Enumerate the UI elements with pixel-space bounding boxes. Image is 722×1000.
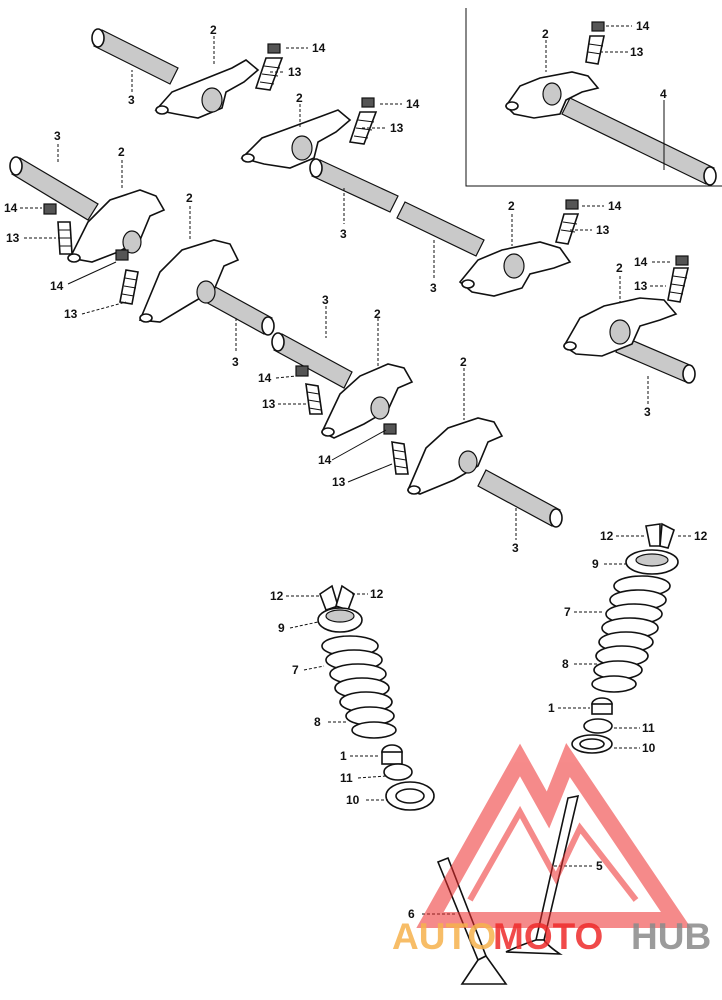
label-rocker-arm: 2 — [118, 145, 125, 159]
label-rocker-arm: 2 — [542, 27, 549, 41]
label-spring-seat: 10 — [642, 741, 656, 755]
label-adjusting-screw: 13 — [390, 121, 404, 135]
label-stem-seal: 1 — [340, 749, 347, 763]
label-inner-seat: 11 — [340, 771, 353, 785]
label-cotter: 12 — [370, 587, 384, 601]
label-rocker-shaft: 3 — [128, 93, 135, 107]
label-rocker-shaft: 3 — [340, 227, 347, 241]
label-intake-valve: 6 — [408, 907, 415, 921]
label-lock-nut: 14 — [4, 201, 18, 215]
label-rocker-shaft: 3 — [644, 405, 651, 419]
rocker-arm-4 — [138, 239, 240, 323]
rocker-arm-6 — [320, 363, 414, 439]
watermark-word-2: MOTO — [493, 916, 603, 957]
label-rocker-shaft-long: 4 — [660, 87, 667, 101]
screw-set-6 — [667, 255, 690, 303]
label-lock-nut: 14 — [318, 453, 332, 467]
label-rocker-shaft: 3 — [512, 541, 519, 555]
rocker-arm-7 — [406, 417, 504, 495]
label-rocker-arm: 2 — [508, 199, 515, 213]
rocker-arm-9 — [504, 71, 600, 119]
label-retainer: 9 — [278, 621, 285, 635]
label-inner-spring: 8 — [314, 715, 321, 729]
rocker-shaft-long — [561, 97, 717, 186]
label-rocker-shaft: 3 — [232, 355, 239, 369]
label-lock-nut: 14 — [312, 41, 326, 55]
rocker-arm-3 — [67, 189, 166, 263]
label-rocker-arm: 2 — [210, 23, 217, 37]
screw-set-4 — [115, 249, 139, 305]
rocker-shaft-c — [309, 158, 399, 213]
label-rocker-arm: 2 — [616, 261, 623, 275]
screw-set-3 — [43, 203, 73, 255]
watermark-logo-icon — [416, 743, 692, 928]
outer-spring-left — [321, 635, 397, 739]
rocker-shaft-a — [91, 28, 179, 85]
label-rocker-shaft: 3 — [430, 281, 437, 295]
rocker-arm-8 — [562, 297, 678, 357]
inset-frame — [465, 8, 722, 187]
callout-labels: 2 3 14 13 2 14 13 3 2 14 13 2 14 13 3 3 … — [4, 19, 708, 921]
label-outer-spring: 7 — [292, 663, 299, 677]
label-cotter: 12 — [270, 589, 284, 603]
label-retainer: 9 — [592, 557, 599, 571]
watermark-text: AUTO MOTO HUB — [392, 916, 711, 957]
label-lock-nut: 14 — [258, 371, 272, 385]
label-adjusting-screw: 13 — [262, 397, 276, 411]
label-cotter: 12 — [694, 529, 708, 543]
rocker-shaft-d — [396, 201, 485, 257]
label-lock-nut: 14 — [608, 199, 622, 213]
label-adjusting-screw: 13 — [332, 475, 346, 489]
label-rocker-arm: 2 — [374, 307, 381, 321]
exhaust-valve — [505, 794, 580, 955]
label-adjusting-screw: 13 — [630, 45, 644, 59]
label-rocker-arm: 2 — [186, 191, 193, 205]
label-inner-spring: 8 — [562, 657, 569, 671]
outer-spring-right — [591, 575, 671, 693]
label-lock-nut: 14 — [634, 255, 648, 269]
label-adjusting-screw: 13 — [634, 279, 648, 293]
rocker-arm-2 — [240, 109, 352, 169]
label-inner-seat: 11 — [642, 721, 655, 735]
rocker-shaft-g — [477, 469, 563, 528]
watermark-word-3: HUB — [631, 916, 711, 957]
label-rocker-arm: 2 — [460, 355, 467, 369]
screw-set-9 — [585, 21, 605, 65]
label-lock-nut: 14 — [50, 279, 64, 293]
watermark — [416, 743, 692, 928]
screw-set-8 — [383, 423, 409, 475]
screw-set-5 — [554, 199, 580, 245]
rocker-shaft-b — [9, 156, 99, 221]
label-rocker-arm: 2 — [296, 91, 303, 105]
label-spring-seat: 10 — [346, 793, 360, 807]
label-rocker-shaft: 3 — [322, 293, 329, 307]
label-adjusting-screw: 13 — [596, 223, 610, 237]
label-rocker-shaft: 3 — [54, 129, 61, 143]
label-exhaust-valve: 5 — [596, 859, 603, 873]
label-lock-nut: 14 — [636, 19, 650, 33]
valve-assembly-left — [317, 584, 435, 811]
rocker-arm-5 — [458, 241, 572, 297]
screw-set-7 — [295, 365, 323, 415]
label-adjusting-screw: 13 — [64, 307, 78, 321]
screw-set-2 — [348, 97, 378, 145]
screw-set-1 — [254, 43, 284, 91]
label-adjusting-screw: 13 — [6, 231, 20, 245]
rocker-shaft-f — [271, 332, 353, 389]
valve-assembly-right — [571, 522, 679, 754]
label-cotter: 12 — [600, 529, 614, 543]
label-adjusting-screw: 13 — [288, 65, 302, 79]
label-outer-spring: 7 — [564, 605, 571, 619]
label-stem-seal: 1 — [548, 701, 555, 715]
watermark-word-1: AUTO — [392, 916, 496, 957]
label-lock-nut: 14 — [406, 97, 420, 111]
watermark-logo-inner-icon — [467, 805, 639, 902]
leader-lines — [20, 25, 692, 915]
rocker-arm-1 — [154, 59, 260, 119]
